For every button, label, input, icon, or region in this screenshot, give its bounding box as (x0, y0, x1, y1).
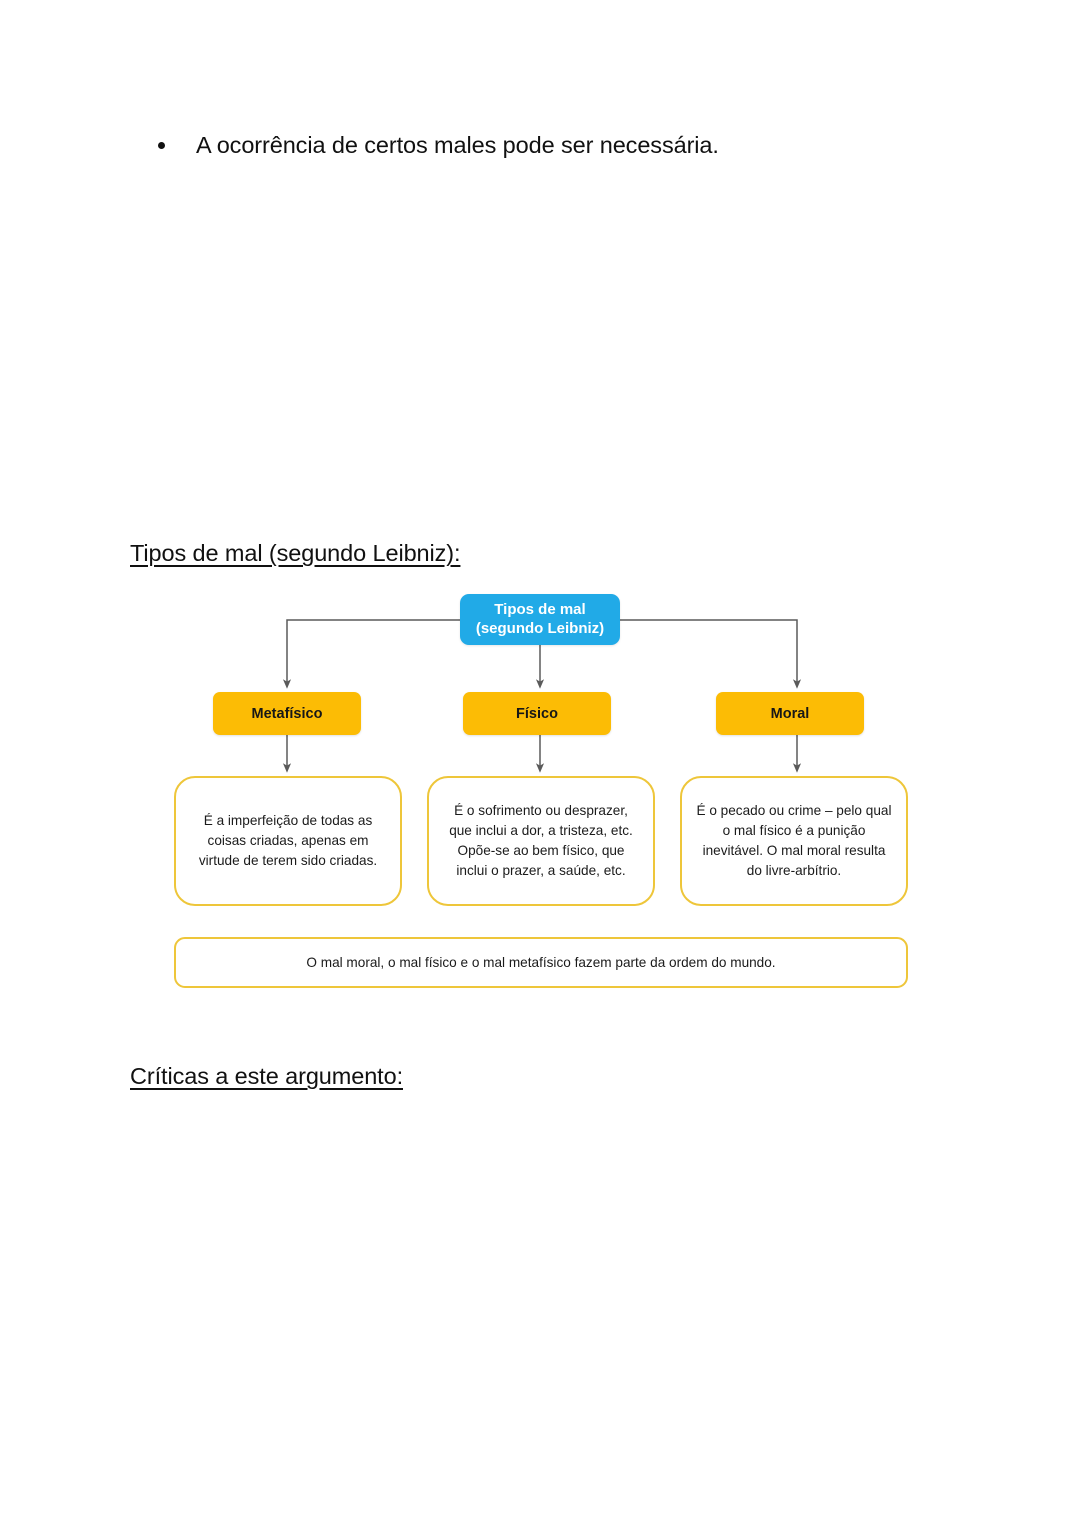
category-label: Moral (770, 705, 810, 722)
root-label-line-2: (segundo Leibniz) (475, 619, 605, 637)
section-heading-tipos-de-mal: Tipos de mal (segundo Leibniz): (130, 540, 461, 566)
summary-text: O mal moral, o mal físico e o mal metafí… (306, 954, 776, 970)
tipos-de-mal-diagram: Tipos de mal (segundo Leibniz) Metafísic… (160, 580, 920, 1000)
description-line: É o pecado ou crime – pelo qual (696, 803, 892, 819)
description-line: o mal físico é a punição (722, 823, 866, 839)
bullet-list-item: A ocorrência de certos males pode ser ne… (158, 130, 918, 162)
bullet-item-text: A ocorrência de certos males pode ser ne… (196, 132, 719, 158)
description-line: coisas criadas, apenas em (207, 833, 369, 849)
description-line: inevitável. O mal moral resulta (702, 843, 886, 858)
diagram-node-summary[interactable]: O mal moral, o mal físico e o mal metafí… (174, 937, 908, 988)
description-line: Opõe-se ao bem físico, que (457, 843, 625, 858)
category-label: Metafísico (251, 705, 323, 722)
description-line: do livre-arbítrio. (746, 862, 842, 878)
diagram-node-description-fisico[interactable]: É o sofrimento ou desprazer, que inclui … (427, 776, 655, 906)
category-label: Físico (516, 705, 558, 722)
diagram-connectors (282, 619, 802, 773)
diagram-node-category-moral[interactable]: Moral (716, 692, 864, 735)
diagram-node-description-moral[interactable]: É o pecado ou crime – pelo qual o mal fí… (680, 776, 908, 906)
description-line: que inclui a dor, a tristeza, etc. (449, 823, 633, 839)
diagram-node-category-metafisico[interactable]: Metafísico (213, 692, 361, 735)
diagram-node-description-metafisico[interactable]: É a imperfeição de todas as coisas criad… (174, 776, 402, 906)
diagram-node-category-fisico[interactable]: Físico (463, 692, 611, 735)
root-label-line-1: Tipos de mal (494, 601, 586, 619)
section-heading-criticas: Críticas a este argumento: (130, 1063, 403, 1089)
description-line: É a imperfeição de todas as (203, 813, 373, 829)
description-line: É o sofrimento ou desprazer, (454, 803, 628, 819)
bullet-dot-icon (158, 142, 165, 149)
diagram-node-root[interactable]: Tipos de mal (segundo Leibniz) (460, 594, 620, 645)
description-line: inclui o prazer, a saúde, etc. (456, 862, 626, 878)
description-line: virtude de terem sido criadas. (198, 852, 378, 868)
